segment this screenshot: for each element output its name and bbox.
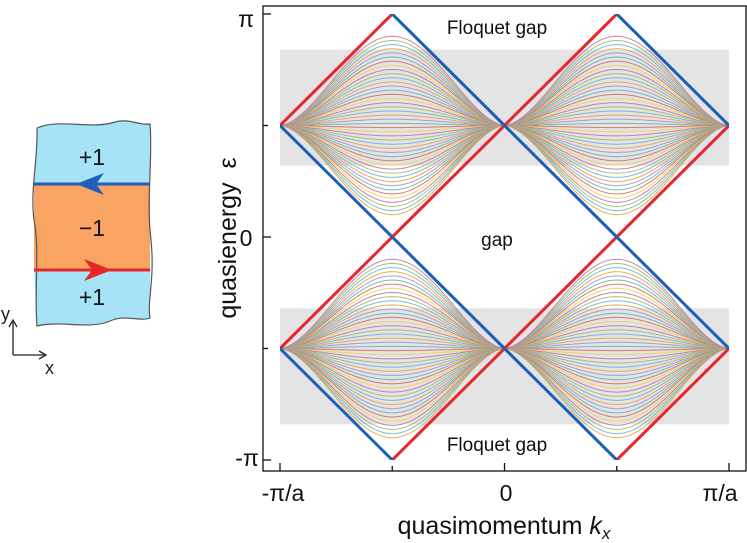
edge-state-blue-4 xyxy=(390,235,506,350)
edge-state-blue-5 xyxy=(615,235,729,350)
tick-marks xyxy=(263,13,730,471)
edge-state-blue-3 xyxy=(503,124,619,239)
annotation-floquet-gap-bottom: Floquet gap xyxy=(447,435,547,456)
edge-state-blue-1 xyxy=(615,14,729,127)
band-shade-0 xyxy=(280,49,729,166)
region-middle xyxy=(34,184,150,270)
edge-state-red-5 xyxy=(503,235,619,350)
edge-state-red-4 xyxy=(280,235,394,350)
y-tick-minus-pi: -π xyxy=(235,445,259,471)
x-axis-title: quasimomentum kx xyxy=(398,512,611,543)
y-axis-title: quasienergy ε xyxy=(214,157,242,318)
x-tick-pi-over-a: π/a xyxy=(702,480,737,506)
y-tick-zero: 0 xyxy=(240,225,253,251)
edge-states xyxy=(280,14,729,460)
edge-state-red-3 xyxy=(615,124,729,239)
edge-state-red-0 xyxy=(280,14,394,127)
strip-outline xyxy=(32,120,153,327)
edge-state-blue-0 xyxy=(390,14,506,127)
arrow-right-icon xyxy=(84,259,112,281)
region-label-top: +1 xyxy=(79,144,105,170)
edge-state-red-2 xyxy=(390,124,506,239)
axis-label-x-small: x xyxy=(45,358,54,378)
x-tick-minus-pi-over-a: -π/a xyxy=(262,480,305,506)
edge-state-red-6 xyxy=(390,347,506,460)
band-structure-plot: Floquet gap gap Floquet gap π 0 -π -π/a … xyxy=(214,5,747,543)
edge-state-red-1 xyxy=(503,14,619,127)
arrow-left-icon xyxy=(76,173,104,195)
xy-axes-icon xyxy=(8,318,48,360)
edge-state-blue-6 xyxy=(280,347,394,460)
region-label-middle: −1 xyxy=(79,215,105,241)
edge-state-red-7 xyxy=(615,347,729,460)
x-tick-zero: 0 xyxy=(500,480,513,506)
annotation-floquet-gap-top: Floquet gap xyxy=(447,18,547,39)
axis-label-y-small: y xyxy=(1,304,10,324)
edge-state-blue-7 xyxy=(503,347,619,460)
annotation-gap: gap xyxy=(481,230,513,251)
edge-state-blue-2 xyxy=(280,124,394,239)
region-bottom xyxy=(34,270,150,326)
region-label-bottom: +1 xyxy=(79,284,105,310)
band-shade-1 xyxy=(280,308,729,425)
region-top xyxy=(34,120,150,184)
strip-schematic: +1 −1 +1 xyxy=(32,120,153,327)
y-tick-pi: π xyxy=(238,6,254,32)
